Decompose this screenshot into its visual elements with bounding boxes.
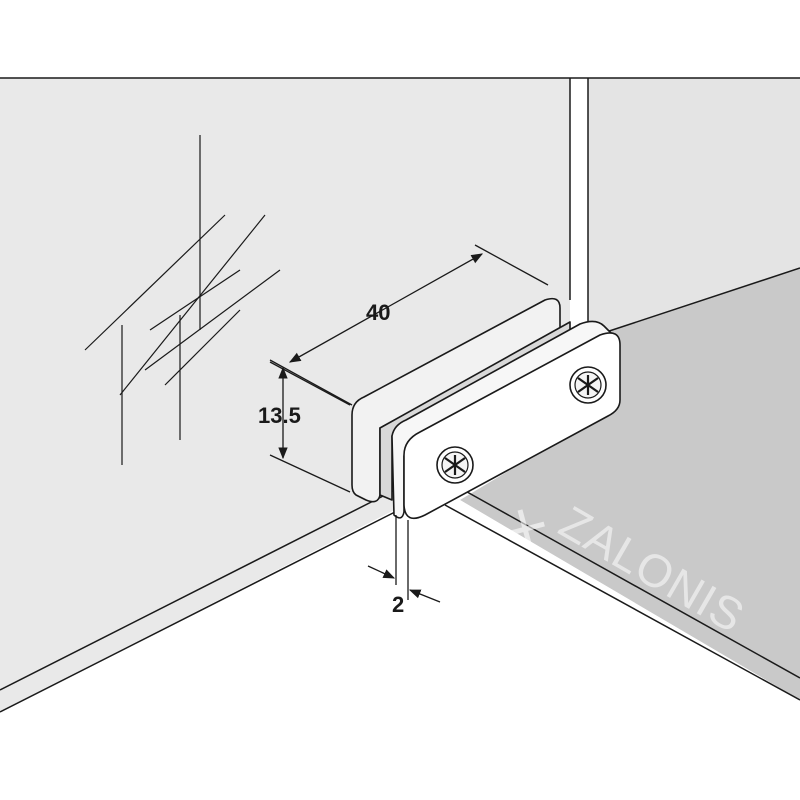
floor-lower xyxy=(0,500,800,800)
screw-icon xyxy=(436,446,474,484)
screw-icon xyxy=(569,366,607,404)
slot-label: 2 xyxy=(392,592,404,617)
panel-edges xyxy=(0,77,800,713)
glass-reflection-lines xyxy=(84,135,281,465)
watermark-logo-icon xyxy=(505,509,545,549)
floor-shade xyxy=(460,268,800,700)
dimension-height xyxy=(269,361,351,493)
length-label: 40 xyxy=(366,300,390,325)
back-panel xyxy=(588,78,800,338)
height-label: 13.5 xyxy=(258,403,301,428)
dimension-slot xyxy=(367,515,441,603)
